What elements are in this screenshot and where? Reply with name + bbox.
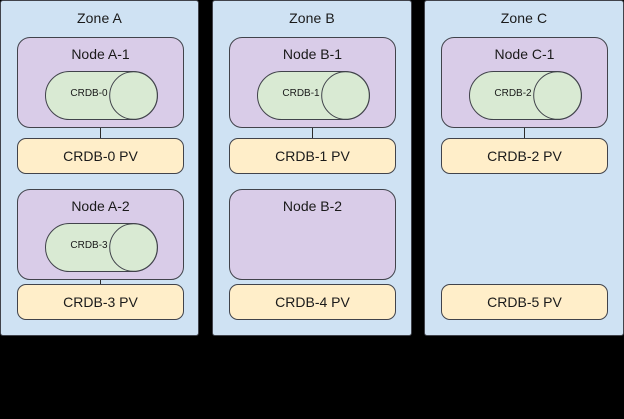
pv-box-crdb-1[interactable]: CRDB-1 PV [229,138,396,174]
connector-a-1 [100,128,101,138]
zone-title-a: Zone A [77,10,122,26]
node-box-b-1[interactable]: Node B-1 CRDB-1 [229,37,396,128]
crdb-pod-cylinder-crdb-3[interactable]: CRDB-3 [45,223,158,272]
node-title-a-1: Node A-1 [71,46,130,62]
pv-box-crdb-4[interactable]: CRDB-4 PV [229,284,396,320]
zone-panel-a[interactable]: Zone A Node A-1 CRDB-0 CRDB-0 PV Node A-… [0,0,199,336]
crdb-pod-label-crdb-1: CRDB-1 [282,88,320,99]
pv-label-crdb-3: CRDB-3 PV [63,294,138,310]
crdb-pod-label-crdb-2: CRDB-2 [494,88,532,99]
zone-title-b: Zone B [289,10,335,26]
node-title-a-2: Node A-2 [71,198,130,214]
node-title-b-2: Node B-2 [282,198,343,214]
connector-b-1 [312,128,313,138]
pv-label-crdb-1: CRDB-1 PV [275,148,350,164]
pv-box-crdb-2[interactable]: CRDB-2 PV [441,138,608,174]
node-box-c-1[interactable]: Node C-1 CRDB-2 [441,37,608,128]
node-title-b-1: Node B-1 [282,46,343,62]
node-title-c-1: Node C-1 [494,46,555,62]
zone-title-c: Zone C [500,10,548,26]
cylinder-shape-icon [45,71,158,120]
zone-panel-c[interactable]: Zone C Node C-1 CRDB-2 CRDB-2 PV CRDB-5 … [424,0,624,336]
pv-label-crdb-4: CRDB-4 PV [275,294,350,310]
pv-label-crdb-0: CRDB-0 PV [63,148,138,164]
connector-c-1 [524,128,525,138]
node-box-b-2[interactable]: Node B-2 [229,189,396,280]
cylinder-shape-icon [469,71,582,120]
pv-box-crdb-3[interactable]: CRDB-3 PV [17,284,184,320]
crdb-pod-cylinder-crdb-1[interactable]: CRDB-1 [257,71,370,120]
node-box-a-2[interactable]: Node A-2 CRDB-3 [17,189,184,280]
node-box-a-1[interactable]: Node A-1 CRDB-0 [17,37,184,128]
cylinder-shape-icon [257,71,370,120]
crdb-pod-cylinder-crdb-0[interactable]: CRDB-0 [45,71,158,120]
pv-label-crdb-2: CRDB-2 PV [487,148,562,164]
connector-a-2 [100,280,101,284]
crdb-pod-cylinder-crdb-2[interactable]: CRDB-2 [469,71,582,120]
zone-panel-b[interactable]: Zone B Node B-1 CRDB-1 CRDB-1 PV Node B-… [212,0,412,336]
crdb-pod-label-crdb-0: CRDB-0 [70,88,108,99]
cylinder-shape-icon [45,223,158,272]
crdb-pod-label-crdb-3: CRDB-3 [70,240,108,251]
pv-box-crdb-0[interactable]: CRDB-0 PV [17,138,184,174]
pv-box-crdb-5[interactable]: CRDB-5 PV [441,284,608,320]
pv-label-crdb-5: CRDB-5 PV [487,294,562,310]
